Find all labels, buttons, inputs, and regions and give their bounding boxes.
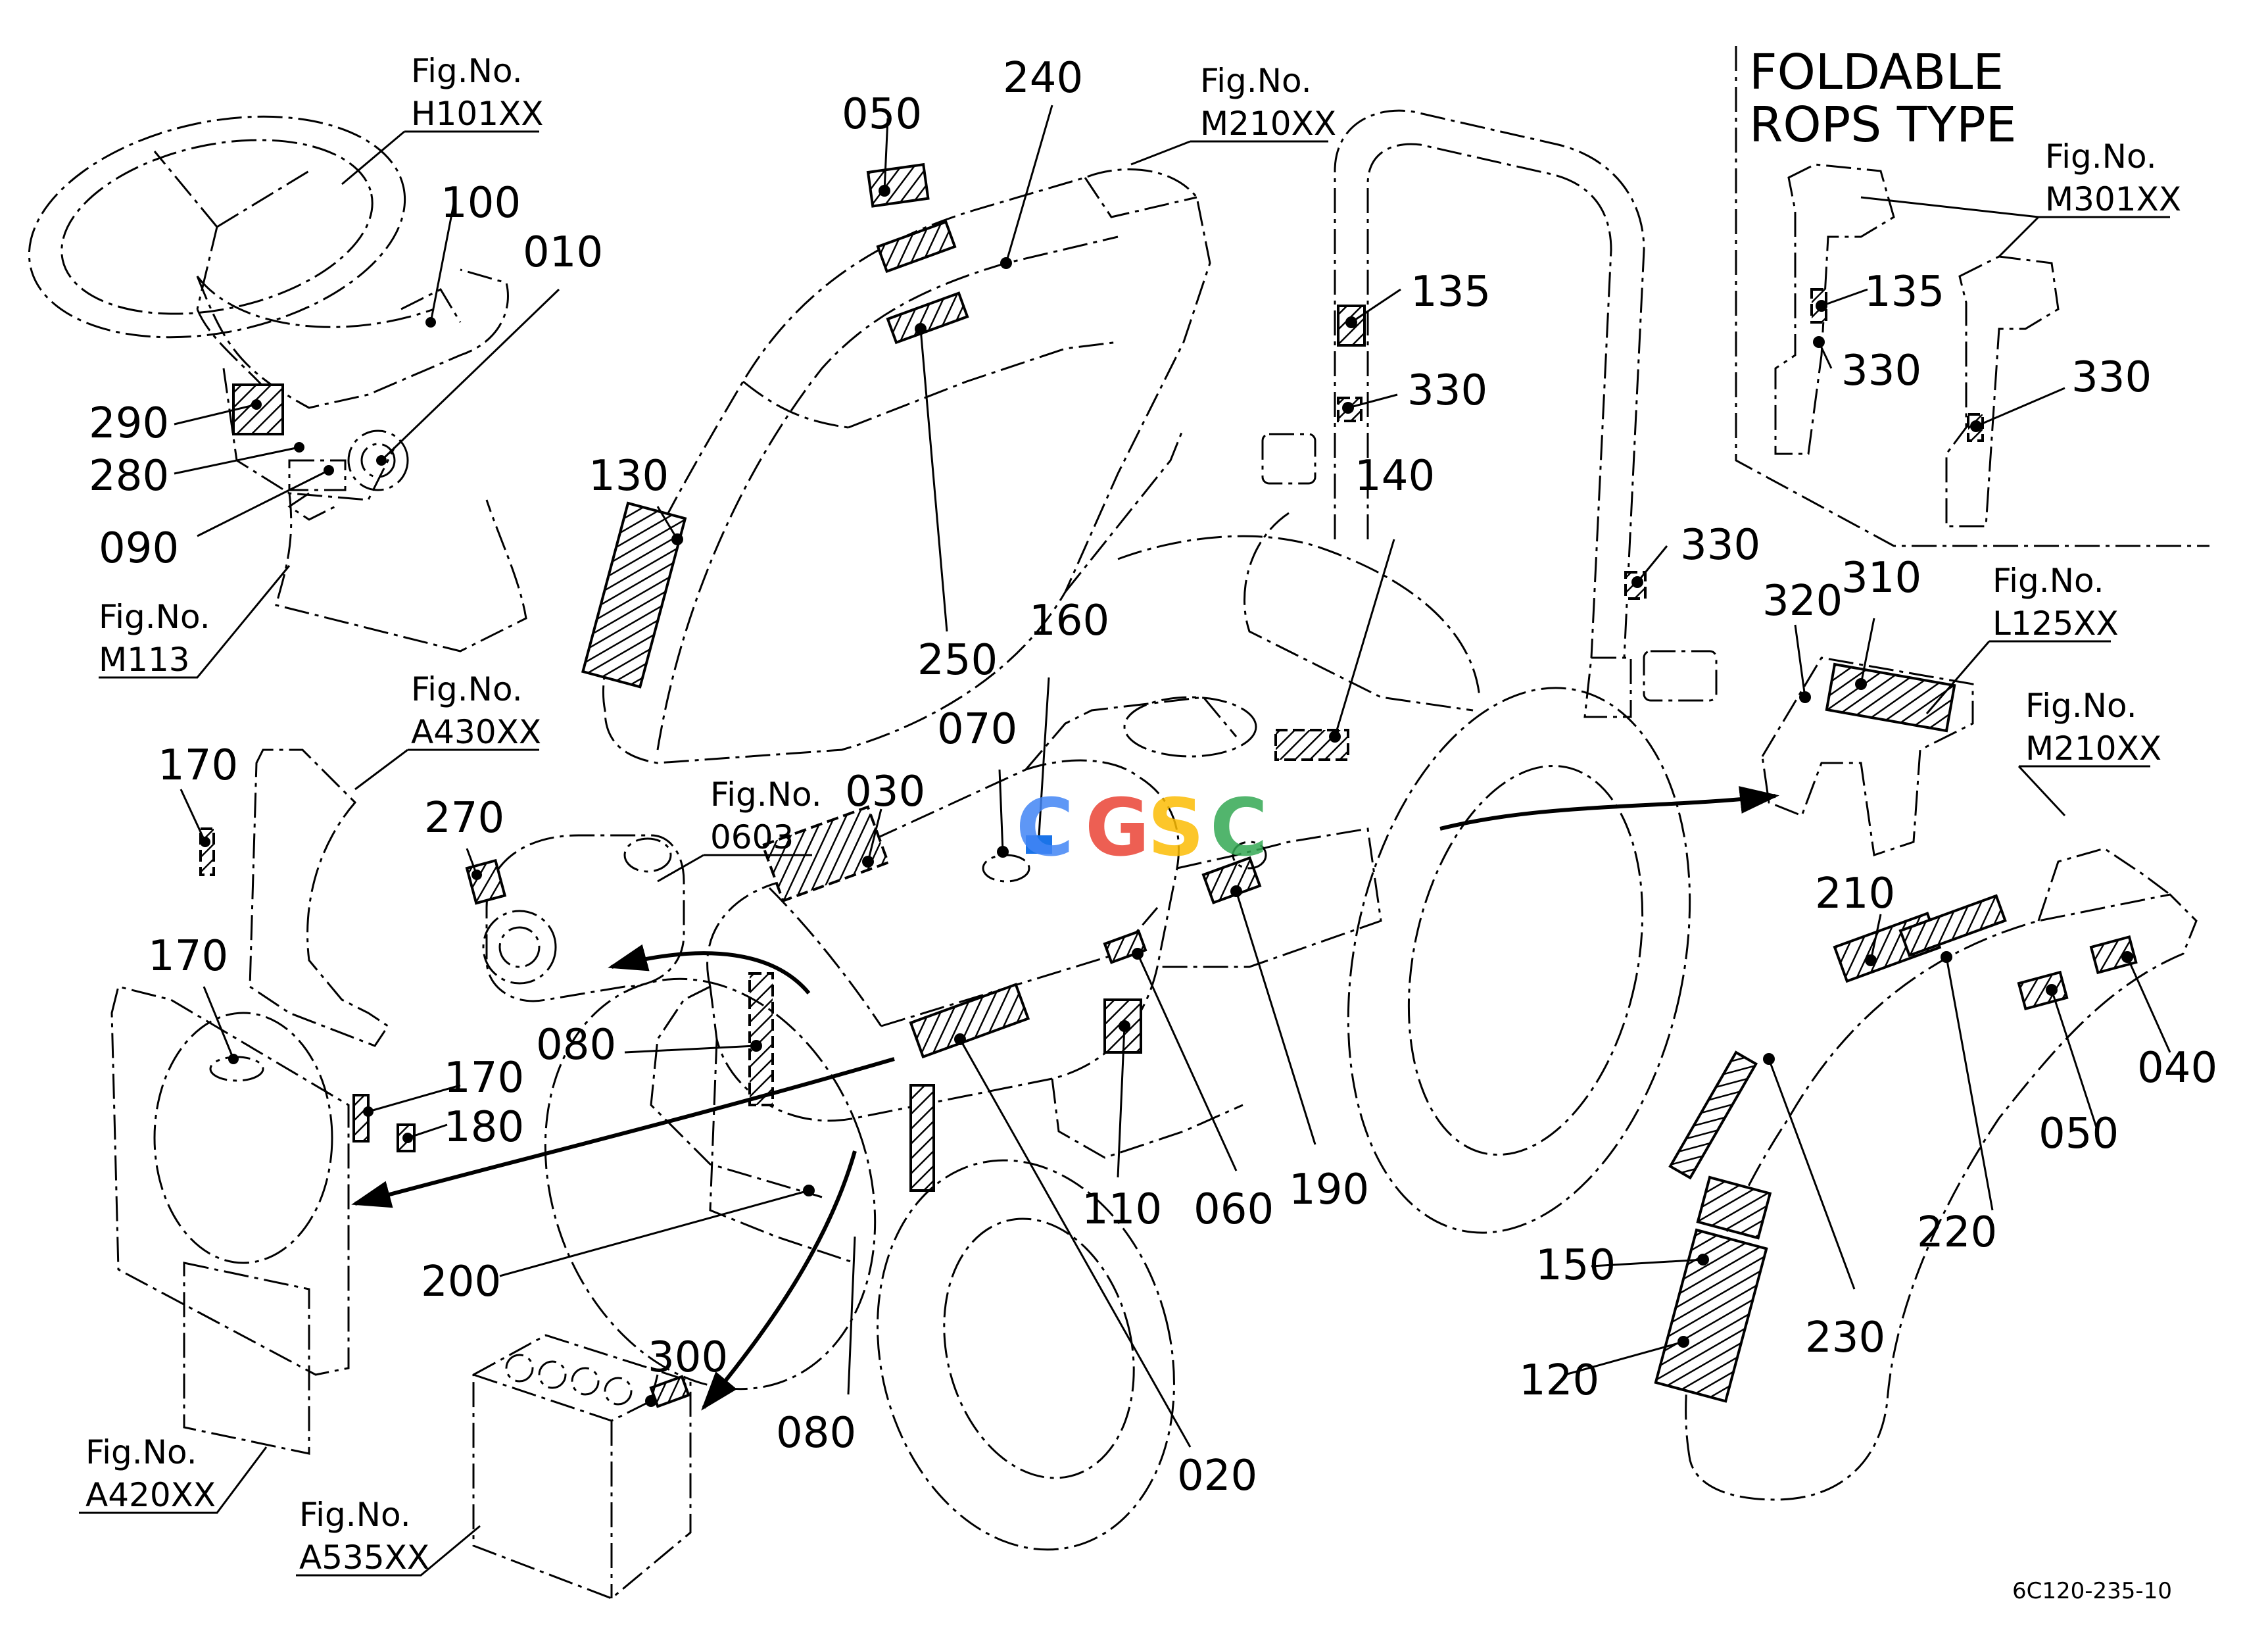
part-label: 330 xyxy=(1680,521,1760,570)
fig-ref-m210xx-top: Fig.No. M210XX xyxy=(1200,62,1336,143)
fig-ref-m301xx: Fig.No. M301XX xyxy=(2045,137,2181,218)
svg-text:0603: 0603 xyxy=(710,818,794,856)
fig-ref-a420xx: Fig.No. A420XX xyxy=(85,1433,216,1514)
part-label: 250 xyxy=(917,636,998,685)
steering-panel-drawing xyxy=(28,115,527,652)
part-label: 170 xyxy=(158,741,238,790)
part-label: 140 xyxy=(1355,452,1435,501)
rops-drawing xyxy=(1117,109,1718,761)
fig-ref-0603: Fig.No. 0603 xyxy=(710,775,822,856)
section-title-line-2: ROPS TYPE xyxy=(1749,97,2017,153)
part-label: 220 xyxy=(1917,1208,1997,1257)
part-label: 090 xyxy=(99,524,179,573)
watermark-letter-1: C xyxy=(1016,783,1074,874)
step-drawing xyxy=(1761,656,1974,856)
part-label: 270 xyxy=(424,794,504,843)
svg-text:L125XX: L125XX xyxy=(1992,604,2119,643)
svg-text:A430XX: A430XX xyxy=(411,713,541,751)
part-label: 200 xyxy=(421,1258,501,1306)
part-label: 170 xyxy=(444,1054,524,1102)
foldable-rops-drawing xyxy=(1735,46,2209,547)
tractor-body-drawing xyxy=(544,687,1691,1551)
part-label: 070 xyxy=(937,705,1017,754)
section-title: FOLDABLE ROPS TYPE xyxy=(1749,44,2017,153)
battery-drawing xyxy=(472,1334,692,1600)
watermark-logo: C G S C xyxy=(1016,783,1268,874)
part-label: 240 xyxy=(1003,54,1083,103)
part-label: 050 xyxy=(2039,1110,2119,1158)
fender-drawing xyxy=(1654,847,2198,1501)
hood-cover-drawing xyxy=(581,162,1211,764)
part-label: 020 xyxy=(1177,1452,1257,1500)
svg-text:M210XX: M210XX xyxy=(1200,105,1336,143)
svg-text:M210XX: M210XX xyxy=(2025,729,2161,768)
part-label: 080 xyxy=(536,1021,616,1069)
fig-ref-m113: Fig.No. M113 xyxy=(99,598,210,679)
fig-ref-h101xx: Fig.No. H101XX xyxy=(411,52,544,133)
fig-ref-l125xx: Fig.No. L125XX xyxy=(1992,562,2119,643)
svg-text:A535XX: A535XX xyxy=(299,1538,429,1577)
radiator-drawing xyxy=(110,749,416,1455)
leader-dots xyxy=(200,185,2133,1407)
svg-text:Fig.No.: Fig.No. xyxy=(85,1433,197,1471)
watermark-letter-2: G xyxy=(1085,783,1150,874)
leader-lines xyxy=(79,105,2171,1577)
svg-text:Fig.No.: Fig.No. xyxy=(1992,562,2104,600)
part-label: 100 xyxy=(441,179,521,228)
part-label: 135 xyxy=(1864,268,1944,316)
part-label: 150 xyxy=(1535,1241,1616,1290)
part-label: 300 xyxy=(648,1333,728,1382)
part-label: 180 xyxy=(444,1103,524,1152)
part-label: 230 xyxy=(1805,1314,1885,1362)
part-label: 210 xyxy=(1815,870,1895,918)
part-label: 290 xyxy=(89,399,169,448)
svg-text:Fig.No.: Fig.No. xyxy=(411,52,523,90)
part-label: 135 xyxy=(1411,268,1491,316)
fig-ref-a430xx: Fig.No. A430XX xyxy=(411,670,541,751)
part-label: 060 xyxy=(1194,1185,1274,1234)
part-label: 120 xyxy=(1519,1356,1599,1405)
svg-text:M113: M113 xyxy=(99,641,190,679)
svg-text:Fig.No.: Fig.No. xyxy=(299,1496,411,1534)
air-cleaner-drawing xyxy=(465,834,685,1002)
part-label: 160 xyxy=(1029,597,1109,645)
svg-text:Fig.No.: Fig.No. xyxy=(2025,687,2137,725)
part-label: 310 xyxy=(1841,554,1921,602)
svg-text:A420XX: A420XX xyxy=(85,1476,216,1514)
part-label: 030 xyxy=(845,768,925,816)
svg-text:Fig.No.: Fig.No. xyxy=(99,598,210,636)
part-label: 080 xyxy=(776,1409,856,1458)
section-title-line-1: FOLDABLE xyxy=(1749,44,2004,101)
part-labels: 100 010 290 280 090 050 240 130 250 135 … xyxy=(89,54,2217,1500)
svg-text:Fig.No.: Fig.No. xyxy=(710,775,822,814)
part-label: 130 xyxy=(589,452,669,501)
part-label: 190 xyxy=(1289,1166,1369,1214)
part-label: 330 xyxy=(1841,347,1921,395)
svg-text:Fig.No.: Fig.No. xyxy=(1200,62,1312,100)
part-label: 050 xyxy=(842,90,922,139)
drawing-code: 6C120-235-10 xyxy=(2012,1578,2172,1604)
part-label: 010 xyxy=(523,228,603,277)
part-label: 040 xyxy=(2137,1044,2217,1093)
svg-text:Fig.No.: Fig.No. xyxy=(411,670,523,708)
part-label: 110 xyxy=(1082,1185,1162,1234)
fig-ref-a535xx: Fig.No. A535XX xyxy=(299,1496,429,1577)
figure-references: Fig.No. H101XX Fig.No. M210XX Fig.No. M301X… xyxy=(85,52,2181,1577)
watermark-letter-3: S xyxy=(1147,783,1204,874)
svg-text:Fig.No.: Fig.No. xyxy=(2045,137,2157,176)
svg-text:M301XX: M301XX xyxy=(2045,180,2181,218)
part-label: 330 xyxy=(2071,353,2152,402)
arrows xyxy=(351,786,1779,1411)
part-label: 320 xyxy=(1762,577,1843,626)
watermark-letter-4: C xyxy=(1210,783,1268,874)
part-label: 170 xyxy=(148,932,228,981)
fig-ref-m210xx-right: Fig.No. M210XX xyxy=(2025,687,2161,768)
part-label: 330 xyxy=(1407,366,1487,415)
svg-text:H101XX: H101XX xyxy=(411,95,544,133)
part-label: 280 xyxy=(89,452,169,501)
